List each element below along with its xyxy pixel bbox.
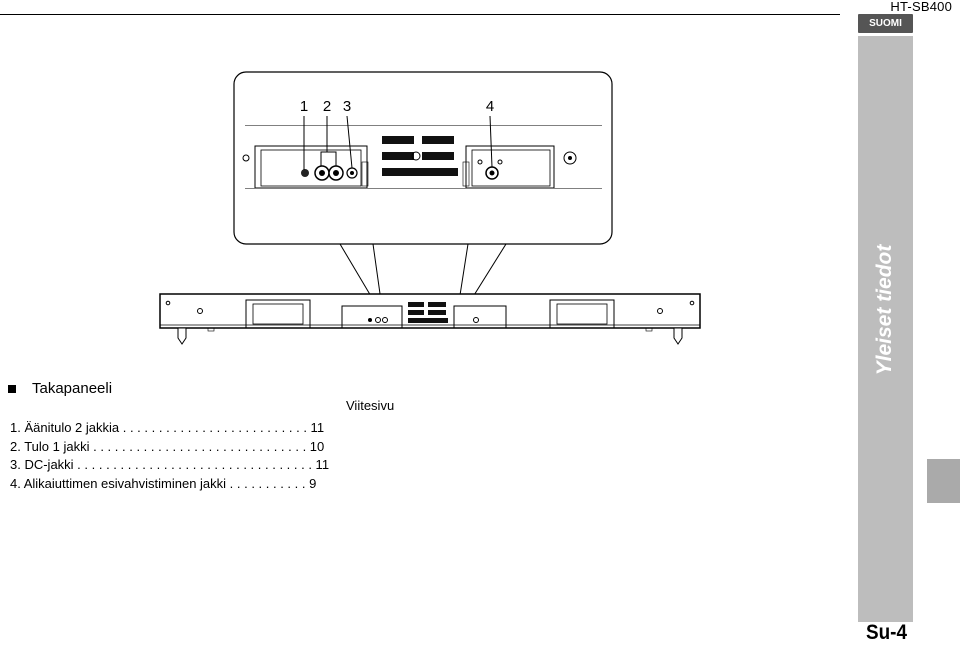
reference-list: 1. Äänitulo 2 jakkia . . . . . . . . . .… (10, 419, 329, 494)
callout-number: 4 (486, 98, 494, 115)
section-marker (927, 459, 960, 503)
page-number: Su-4 (866, 621, 907, 644)
callout-number: 3 (343, 98, 351, 115)
language-badge: SUOMI (858, 14, 913, 33)
section-bullet (8, 385, 16, 393)
side-tab-label: Yleiset tiedot (873, 244, 896, 376)
reference-page-header: Viitesivu (346, 398, 395, 413)
list-item: 3. DC-jakki . . . . . . . . . . . . . . … (10, 457, 330, 473)
list-item: 4. Alikaiuttimen esivahvistiminen jakki … (10, 476, 317, 492)
callout-number: 2 (323, 98, 331, 115)
side-tab (858, 36, 913, 622)
zoomed-rear-panel (242, 125, 602, 189)
callout-number: 1 (300, 98, 308, 115)
model-name: HT-SB400 (890, 0, 952, 14)
rear-panel-diagram: 1 2 3 4 (159, 71, 701, 345)
header-rule (0, 14, 840, 15)
soundbar-illustration (159, 293, 701, 345)
section-title: Takapaneeli (32, 380, 113, 397)
list-item: 1. Äänitulo 2 jakkia . . . . . . . . . .… (10, 420, 325, 435)
list-item: 2. Tulo 1 jakki . . . . . . . . . . . . … (10, 438, 325, 454)
